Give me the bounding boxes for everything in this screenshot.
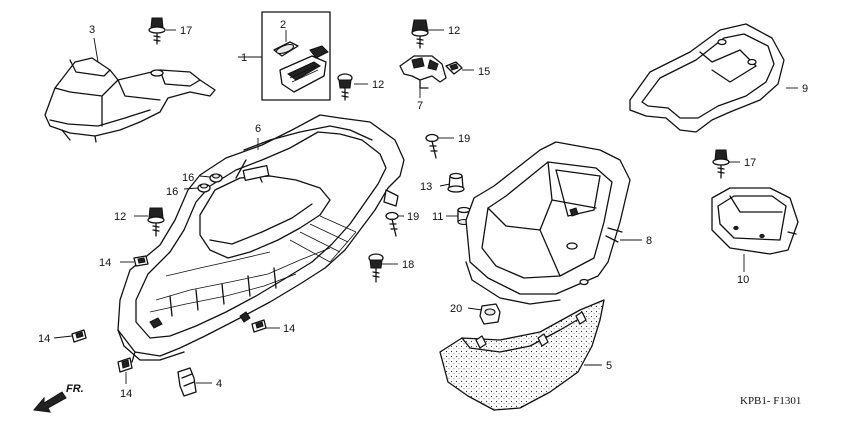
- part-7-bracket: [399, 55, 447, 89]
- part-12-bolt-a: [337, 73, 353, 101]
- part-14-clip-a: [133, 255, 149, 267]
- callout-6: 6: [255, 123, 261, 135]
- callout-4: 4: [216, 378, 222, 390]
- callout-14-a: 14: [99, 257, 111, 269]
- callout-19-b: 19: [407, 211, 419, 223]
- callout-14-c: 14: [120, 388, 132, 400]
- callout-15: 15: [478, 66, 490, 78]
- callout-20: 20: [450, 303, 462, 315]
- part-19-screw-b: [385, 211, 399, 237]
- callout-17-lower: 17: [744, 157, 756, 169]
- part-20-grommet: [479, 303, 501, 325]
- callout-19-a: 19: [458, 133, 470, 145]
- part-4-clip: [177, 367, 197, 397]
- part-16-nut-a: [209, 173, 223, 183]
- callout-14-b: 14: [38, 333, 50, 345]
- callout-9: 9: [802, 83, 808, 95]
- part-17-bolt-lower: [712, 149, 730, 179]
- part-16-nut-b: [197, 183, 211, 193]
- callout-11: 11: [432, 211, 443, 223]
- callout-12-a: 12: [372, 79, 384, 91]
- callout-3: 3: [89, 24, 95, 36]
- part-18-bolt: [368, 253, 384, 283]
- part-3-cover: [44, 57, 216, 143]
- callout-labels: 3 17 1 2 12 12 15 7 19 6 16 16 12 14 14 …: [38, 19, 808, 407]
- part-13-grommet: [447, 172, 465, 193]
- callout-12-c: 12: [114, 211, 126, 223]
- callout-13: 13: [420, 181, 432, 193]
- part-5-mat: [439, 299, 605, 411]
- part-17-bolt-upper: [148, 17, 166, 45]
- part-19-screw-a: [425, 133, 439, 159]
- callout-5: 5: [606, 360, 612, 372]
- part-9-mat: [629, 23, 785, 133]
- part-8-tray: [465, 141, 631, 305]
- part-1-group: [261, 11, 331, 101]
- callout-1: 1: [241, 52, 247, 64]
- part-12-bolt-b: [411, 19, 429, 49]
- diagram-code: KPB1- F1301: [740, 395, 801, 407]
- callout-8: 8: [646, 235, 652, 247]
- callout-7: 7: [417, 100, 423, 112]
- callout-10: 10: [737, 274, 749, 286]
- callout-17-upper: 17: [180, 25, 192, 37]
- part-14-clip-b: [71, 329, 87, 343]
- callout-18: 18: [402, 259, 414, 271]
- part-10-box: [711, 187, 799, 255]
- part-12-bolt-c: [147, 207, 165, 237]
- direction-label: FR.: [66, 383, 84, 395]
- leader-lines: [53, 29, 798, 384]
- callout-16-b: 16: [166, 186, 178, 198]
- part-14-clip-d: [251, 319, 267, 333]
- part-14-clip-c: [117, 357, 133, 373]
- callout-12-b: 12: [448, 25, 460, 37]
- callout-2: 2: [280, 19, 286, 31]
- callout-14-d: 14: [283, 323, 295, 335]
- callout-16-a: 16: [182, 172, 194, 184]
- part-6-luggage-box: [117, 114, 405, 363]
- front-direction-arrow: [33, 391, 67, 413]
- part-15-clip: [445, 61, 463, 75]
